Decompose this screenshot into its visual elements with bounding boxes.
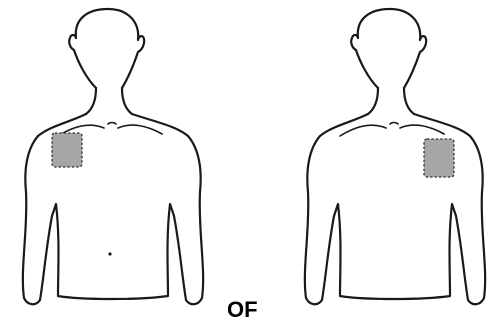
left-figure-body-outline — [23, 114, 203, 304]
left-figure-neck-right — [122, 88, 132, 114]
right-figure-collarbone-right — [400, 125, 444, 134]
left-figure-head — [69, 9, 144, 88]
right-figure-neck-left — [368, 88, 378, 114]
right-figure-neck-right — [404, 88, 414, 114]
right-figure-patch — [424, 139, 454, 177]
left-figure-navel — [108, 252, 111, 255]
right-figure-head — [351, 9, 426, 88]
left-torso-figure — [23, 9, 203, 304]
left-figure-sternum-mark — [108, 123, 116, 125]
separator-label: OF — [227, 297, 258, 323]
left-figure-patch — [52, 133, 82, 167]
right-torso-figure — [305, 9, 485, 304]
right-figure-sternum-mark — [390, 123, 398, 125]
left-figure-neck-left — [86, 88, 96, 114]
left-figure-collarbone-right — [118, 125, 162, 134]
right-figure-collarbone-left — [340, 125, 386, 136]
right-figure-body-outline — [305, 114, 485, 304]
